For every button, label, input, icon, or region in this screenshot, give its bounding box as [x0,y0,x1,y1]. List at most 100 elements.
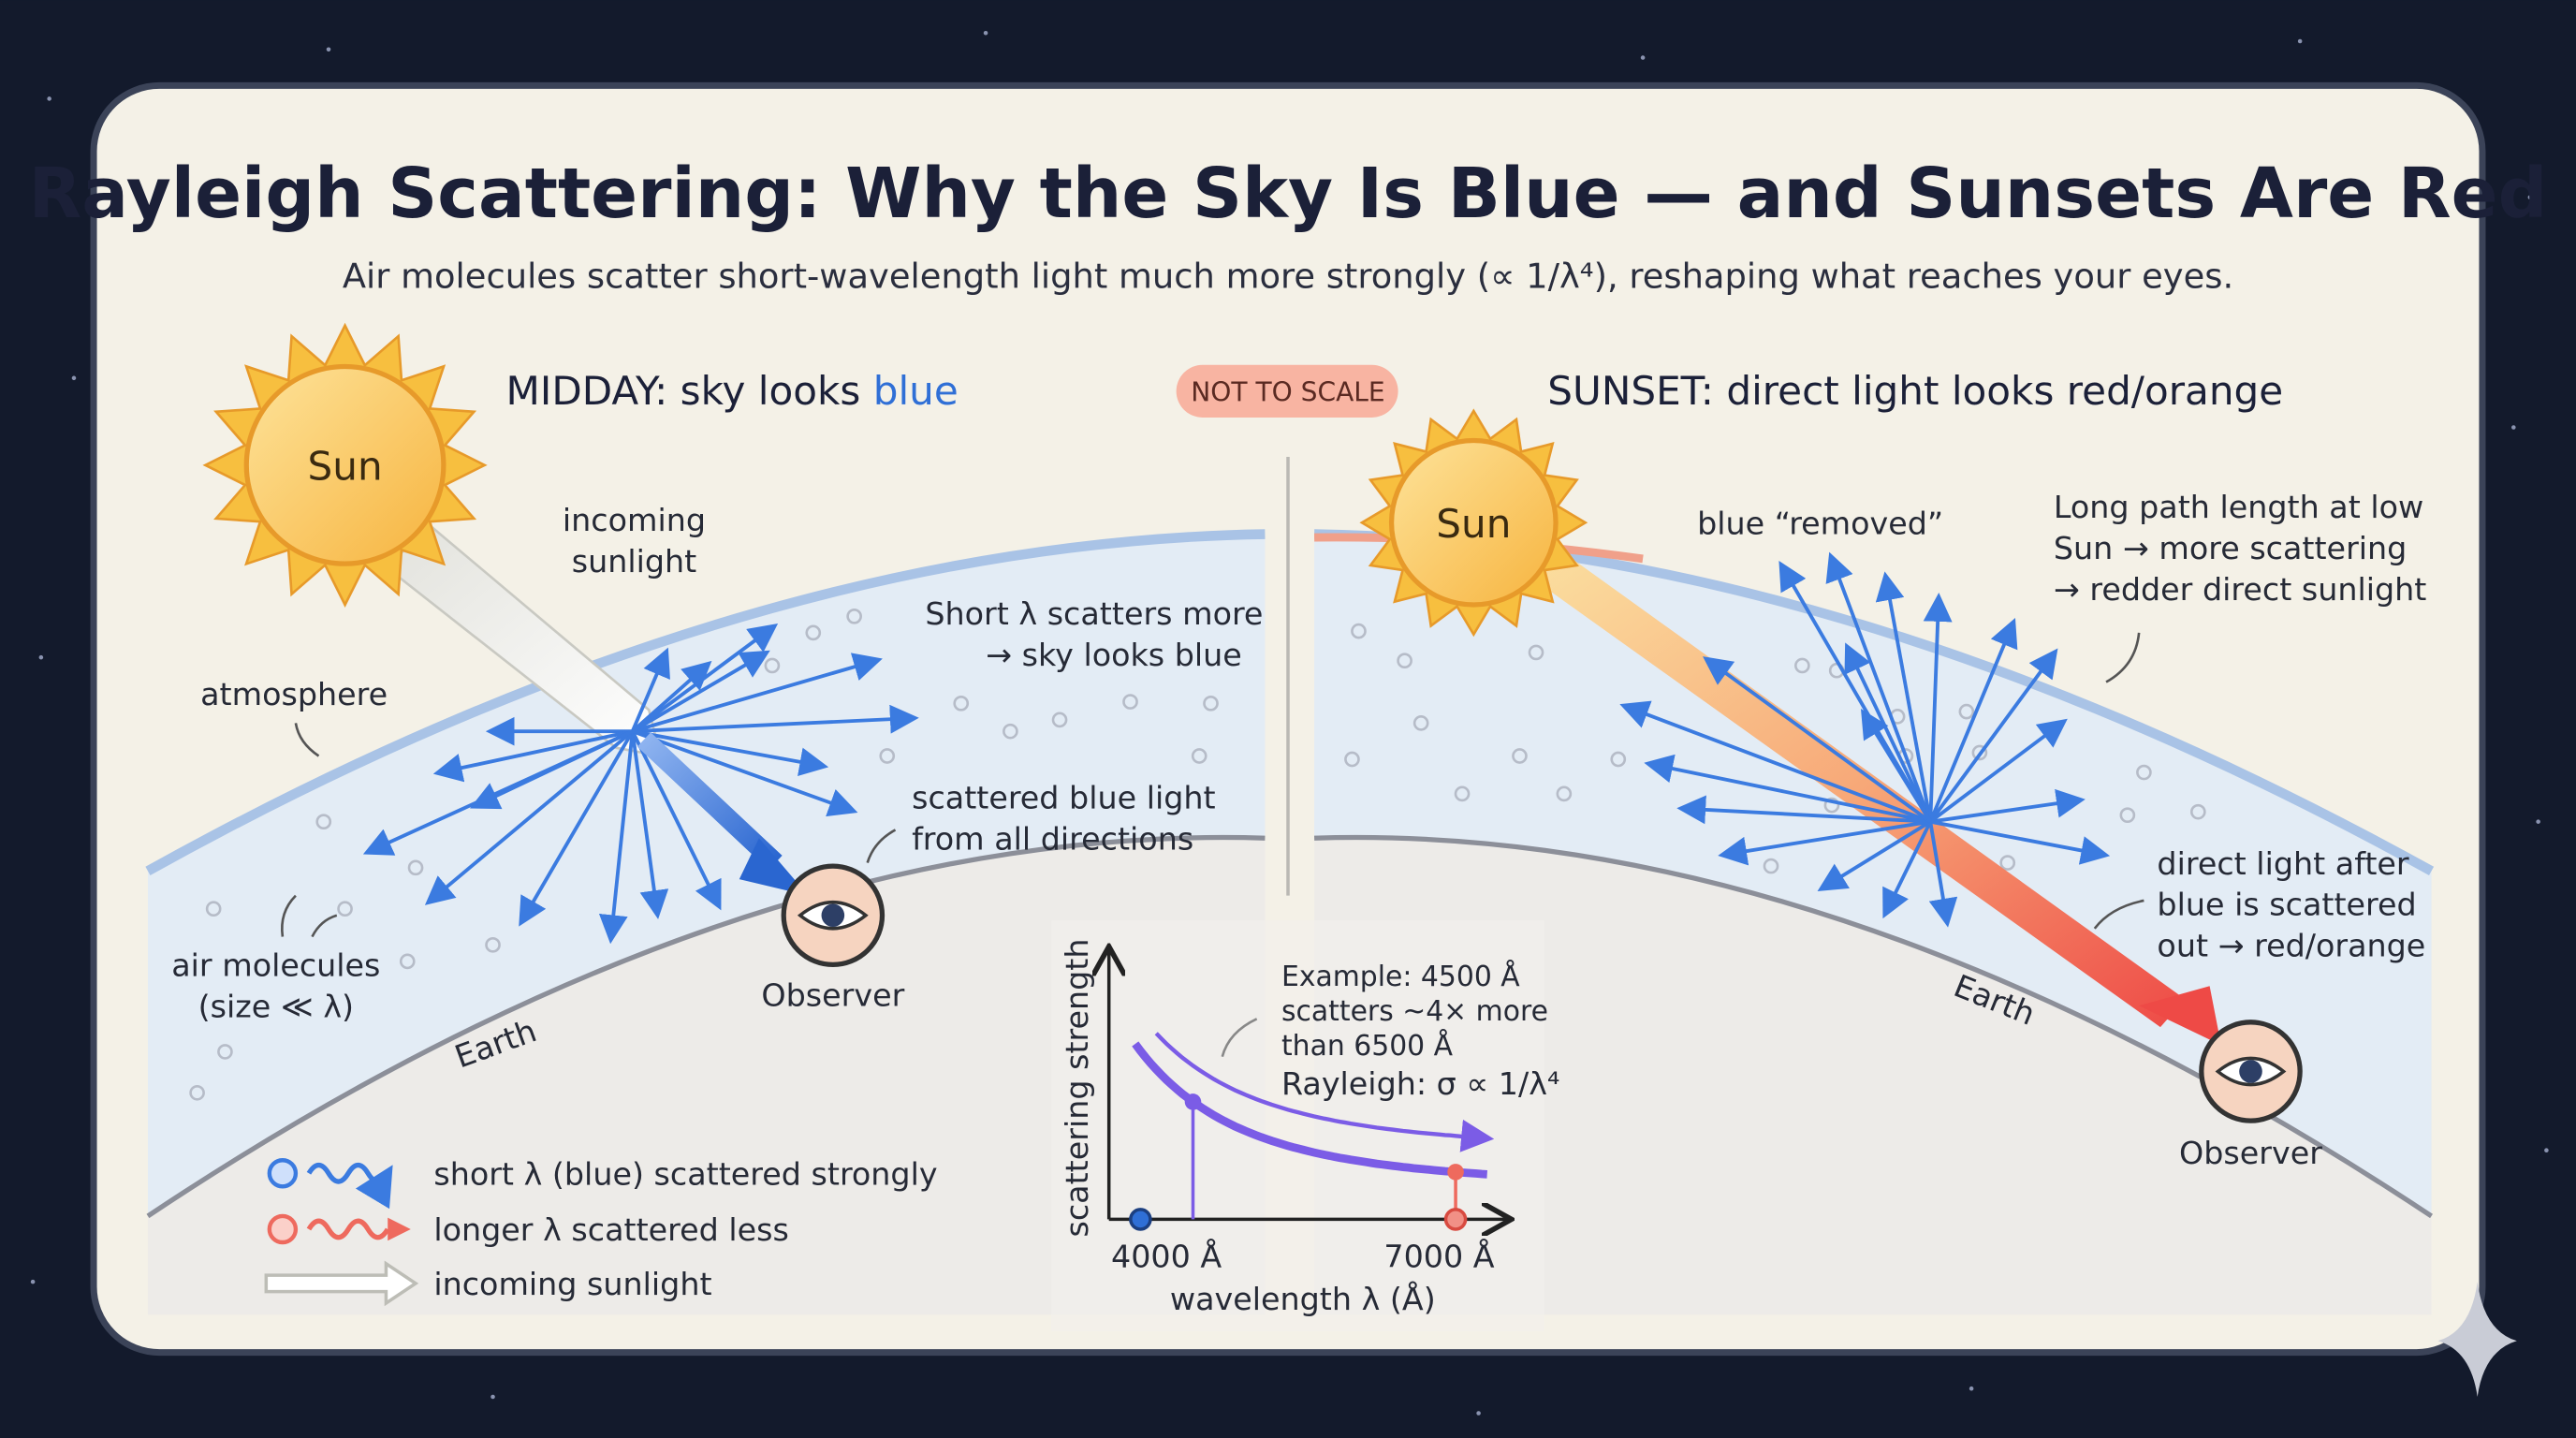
legend-item-sunlight: incoming sunlight [264,1260,712,1307]
rayleigh-trend-arrow [1154,1032,1495,1152]
ground [1314,837,2432,1315]
chart-annotation: scatters ~4× more [1281,995,1548,1028]
star [2536,819,2540,824]
sun-icon: Sun [202,322,488,608]
ground [147,837,1266,1315]
scatter-ray-arrow [424,729,634,905]
air-molecule [1763,858,1779,874]
svg-text:incoming sunlight: incoming sunlight [433,1266,711,1302]
observer-label: Observer [761,976,904,1013]
sunset-panel: SUNSET: direct light looks red/orange Su… [1313,368,2435,1315]
heading-accent: blue [873,368,959,414]
air-molecule [1003,723,1018,740]
direct-light-pointer [2093,899,2144,930]
atmosphere-label: atmosphere [200,676,388,712]
chart-markers [1129,1093,1468,1231]
sunset-heading: SUNSET: direct light looks red/orange [1547,368,2283,414]
star [38,654,44,660]
legend-item-long: longer λ scattered less [267,1211,789,1248]
long-path-label-3: → redder direct sunlight [2054,571,2426,608]
scatter-ray-arrow [519,730,635,927]
scatter-ray-arrow [1923,593,1953,822]
not-to-scale-badge [1176,364,1398,418]
air-molecule [315,814,332,830]
chart-annotation: Example: 4500 Å [1281,960,1520,993]
star [1969,1386,1974,1391]
scatter-ray-arrow [1718,819,1931,866]
scatter-ray-arrow [630,730,722,911]
scatter-ray-arrow [470,729,634,810]
scatter-ray-arrow [1860,709,1932,823]
incoming-label-2: sunlight [572,543,696,580]
air-molecule [1397,653,1412,669]
scatter-ray-arrow [1825,551,1933,823]
not-to-scale-text: NOT TO SCALE [1191,376,1384,407]
scatter-ray-arrow [1619,700,1931,824]
air-molecule [485,936,501,953]
scatter-ray-arrow [630,730,669,919]
blue-removed-label: blue “removed” [1697,506,1943,542]
air-molecule [1999,855,2016,871]
star [490,1394,495,1400]
svg-text:Sun: Sun [308,444,383,490]
star [2527,195,2533,200]
sunset-beam [1528,550,2186,1028]
star [2511,425,2516,430]
scatter-ray-arrow [632,653,883,734]
observer-eye-icon [781,863,886,968]
star [71,375,77,381]
air-molecule [1122,694,1138,710]
inset-chart: scattering strength 4000 Å 7000 Å wavele… [1051,920,1559,1331]
air-molecule [1556,785,1573,802]
scatter-ray-arrow [632,729,858,817]
short-scatter-label-2: → sky looks blue [986,637,1242,673]
subtitle: Air molecules scatter short-wavelength l… [343,256,2233,296]
air-molecule [2189,803,2206,820]
scatter-ray-arrow [631,623,779,733]
scattered-rays [362,623,919,945]
star [983,30,988,36]
observer-eye-icon [2199,1020,2303,1123]
star [2544,1148,2549,1152]
air-molecule [879,748,896,764]
scattered-label-2: from all directions [912,821,1193,858]
sun-icon: Sun [1359,408,1588,638]
air-molecule [399,953,416,970]
scatter-ray-arrow [631,650,770,733]
air-molecule [189,1084,205,1101]
short-scatter-label: Short λ scatters more [925,595,1263,632]
scatter-ray-arrow [1703,656,1932,824]
air-molecule [846,608,862,624]
long-path-label-2: Sun → more scattering [2054,530,2407,566]
air-molecule [1958,703,1975,720]
scatter-ray-arrow [1929,819,2111,865]
red-wavelength-marker [1443,1208,1468,1231]
midday-heading: MIDDAY: sky looks blue [506,368,959,414]
direct-blue-arrowhead [739,838,809,896]
svg-text:short λ (blue) scattered stron: short λ (blue) scattered strongly [433,1156,937,1193]
stars [30,30,2549,1416]
star [1476,1411,1481,1416]
curve-point-marker [1447,1164,1464,1181]
earth-surface [146,834,1266,1219]
scatter-ray-arrow [632,704,919,734]
scatter-ray-arrow [1844,642,1932,823]
scatter-ray-arrow [1644,754,1931,824]
air-molecule [2119,807,2136,824]
midday-panel: MIDDAY: sky looks blue Sun incoming sunl… [145,322,1266,1315]
scatter-ray-arrow [1928,648,2058,823]
curve-point-marker [1184,1093,1202,1110]
air-molecule [337,901,353,917]
air-molecule [1051,712,1068,728]
star [2297,38,2303,44]
sparkle-icon [2437,1282,2517,1397]
scatter-ray-arrow [1928,617,2018,823]
long-path-pointer [2105,632,2141,683]
svg-text:Sun: Sun [1436,501,1511,547]
incoming-label: incoming [563,502,706,538]
scatter-ray-arrow [1676,795,1931,825]
scatter-ray-arrow [1929,718,2068,824]
scatter-ray-arrow [432,729,634,783]
x-tick-label: 4000 Å [1111,1237,1222,1274]
